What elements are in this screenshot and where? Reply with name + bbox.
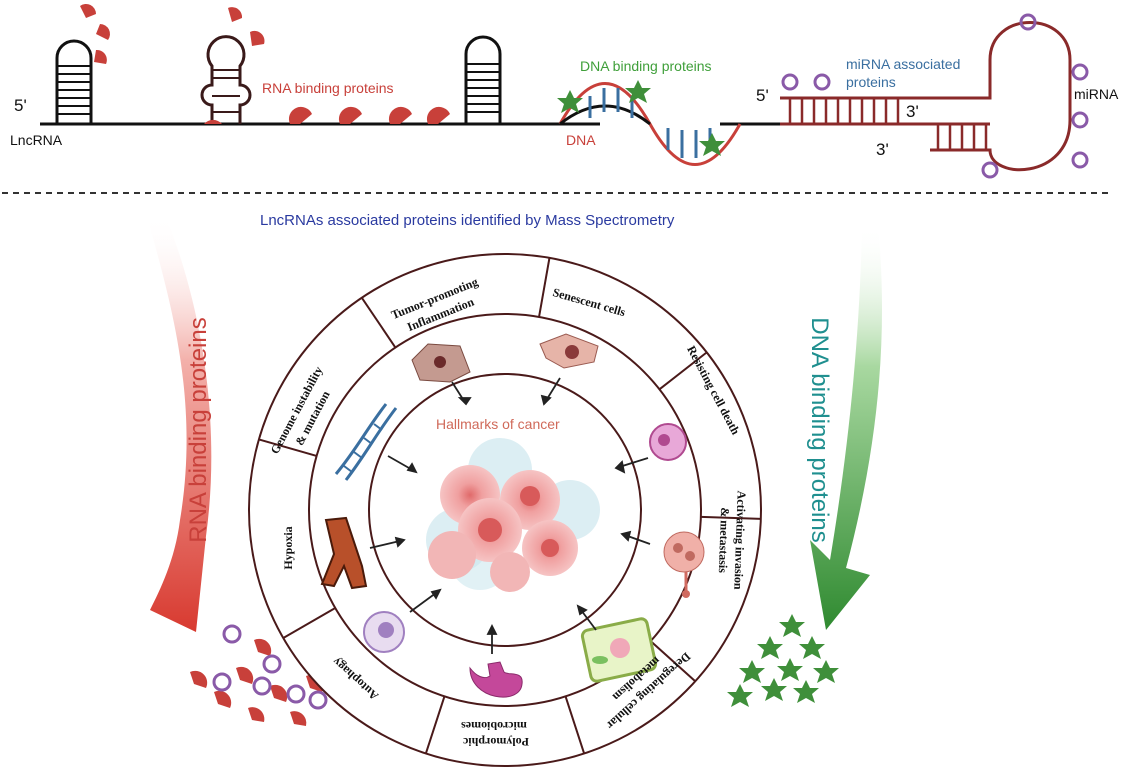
- hairpin-3: [464, 35, 502, 124]
- dna-mutation-icon: [334, 403, 398, 481]
- wheel-spoke: [649, 640, 696, 683]
- wheel-spoke: [361, 297, 397, 349]
- invasion-cell-icon: [663, 531, 705, 598]
- wheel-spoke: [424, 696, 446, 754]
- rbp-cluster-1: [80, 3, 110, 64]
- lncrna-label: LncRNA: [10, 132, 63, 148]
- rna-binding-arrow: [148, 215, 212, 632]
- cancer-cell-cluster: [426, 438, 600, 592]
- rna-binding-proteins-label: RNA binding proteins: [262, 80, 394, 96]
- mirna-label: miRNA: [1074, 86, 1119, 102]
- cell-death-icon: [649, 423, 687, 461]
- microbiome-stomach-icon: [469, 661, 523, 698]
- dna-binding-protein-stars: [557, 80, 725, 156]
- dna-binding-arrow-label: DNA binding proteins: [806, 317, 833, 542]
- rbp-on-strand: [288, 106, 450, 124]
- hairpin-2: [200, 35, 252, 124]
- wheel-spoke: [258, 438, 317, 457]
- segment-label-activating-invasion: Activating invasion: [731, 490, 748, 590]
- hairpin-1: [55, 39, 93, 124]
- segment-label-polymorphic: Polymorphic: [462, 735, 529, 749]
- wheel-spoke: [700, 515, 761, 520]
- senescent-cell-icon: [539, 333, 599, 369]
- segment-label-metastasis: & metastasis: [716, 507, 732, 573]
- autophagy-cell-icon: [363, 611, 405, 653]
- hallmarks-center-label: Hallmarks of cancer: [436, 416, 560, 432]
- dna-binding-arrow: [810, 225, 883, 630]
- metabolism-plant-cell-icon: [580, 617, 658, 683]
- dna-binding-star-cluster: [727, 614, 839, 707]
- wheel-spoke: [658, 351, 708, 391]
- wheel-spoke: [538, 257, 551, 318]
- segment-label-hypoxia: Hypoxia: [281, 526, 295, 569]
- wheel-spoke: [564, 696, 586, 754]
- hypoxia-vessel-icon: [320, 516, 368, 590]
- inner-arrows: [369, 377, 651, 654]
- five-prime-left-label: 5': [14, 96, 27, 115]
- rna-binding-arrow-label: RNA binding proteins: [185, 317, 212, 542]
- three-prime-top-label: 3': [906, 102, 919, 121]
- segment-label-microbiomes: microbiomes: [461, 719, 527, 733]
- mirna-associated-label-line1: miRNA associated: [846, 56, 961, 72]
- wheel-spoke: [282, 607, 336, 639]
- three-prime-bottom-label: 3': [876, 140, 889, 159]
- dna-binding-proteins-label: DNA binding proteins: [580, 58, 712, 74]
- mirna-associated-label-line2: proteins: [846, 74, 896, 90]
- mirna-associated-proteins: [781, 13, 1089, 179]
- dna-label: DNA: [566, 132, 596, 148]
- inflammation-cell-icon: [411, 343, 471, 383]
- rbp-cluster-2: [204, 7, 265, 124]
- mirna-duplex: [780, 21, 1072, 172]
- mass-spec-title: LncRNAs associated proteins identified b…: [260, 212, 675, 229]
- five-prime-right-label: 5': [756, 86, 769, 105]
